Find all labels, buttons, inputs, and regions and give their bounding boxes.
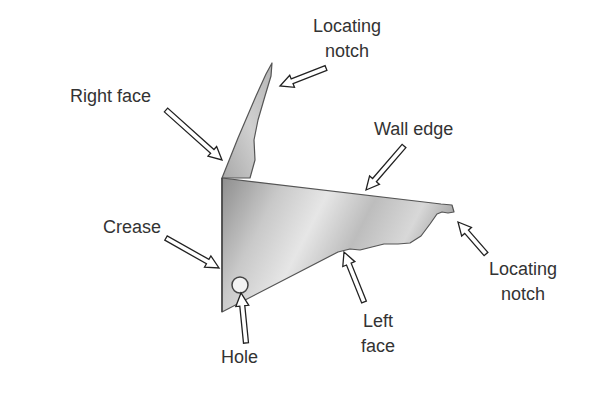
part-label: Locating notch <box>297 14 397 64</box>
leader-arrow <box>343 252 367 303</box>
leader-arrow <box>458 222 488 256</box>
leader-arrow <box>280 66 327 88</box>
leader-arrow <box>164 108 222 160</box>
crease-line <box>221 178 223 312</box>
leader-arrow <box>236 293 249 343</box>
part-label: Wall edge <box>374 117 484 142</box>
part-label: Hole <box>221 345 281 370</box>
left-face <box>222 178 454 312</box>
leader-arrow <box>165 236 219 268</box>
part-label: Left face <box>348 309 408 359</box>
part-label: Locating notch <box>473 257 573 307</box>
part-label: Right face <box>70 84 180 109</box>
leader-arrow <box>366 144 406 190</box>
right-face <box>222 63 272 178</box>
leader-arrows <box>164 66 488 344</box>
hole <box>232 277 248 293</box>
part-label: Crease <box>103 215 183 240</box>
